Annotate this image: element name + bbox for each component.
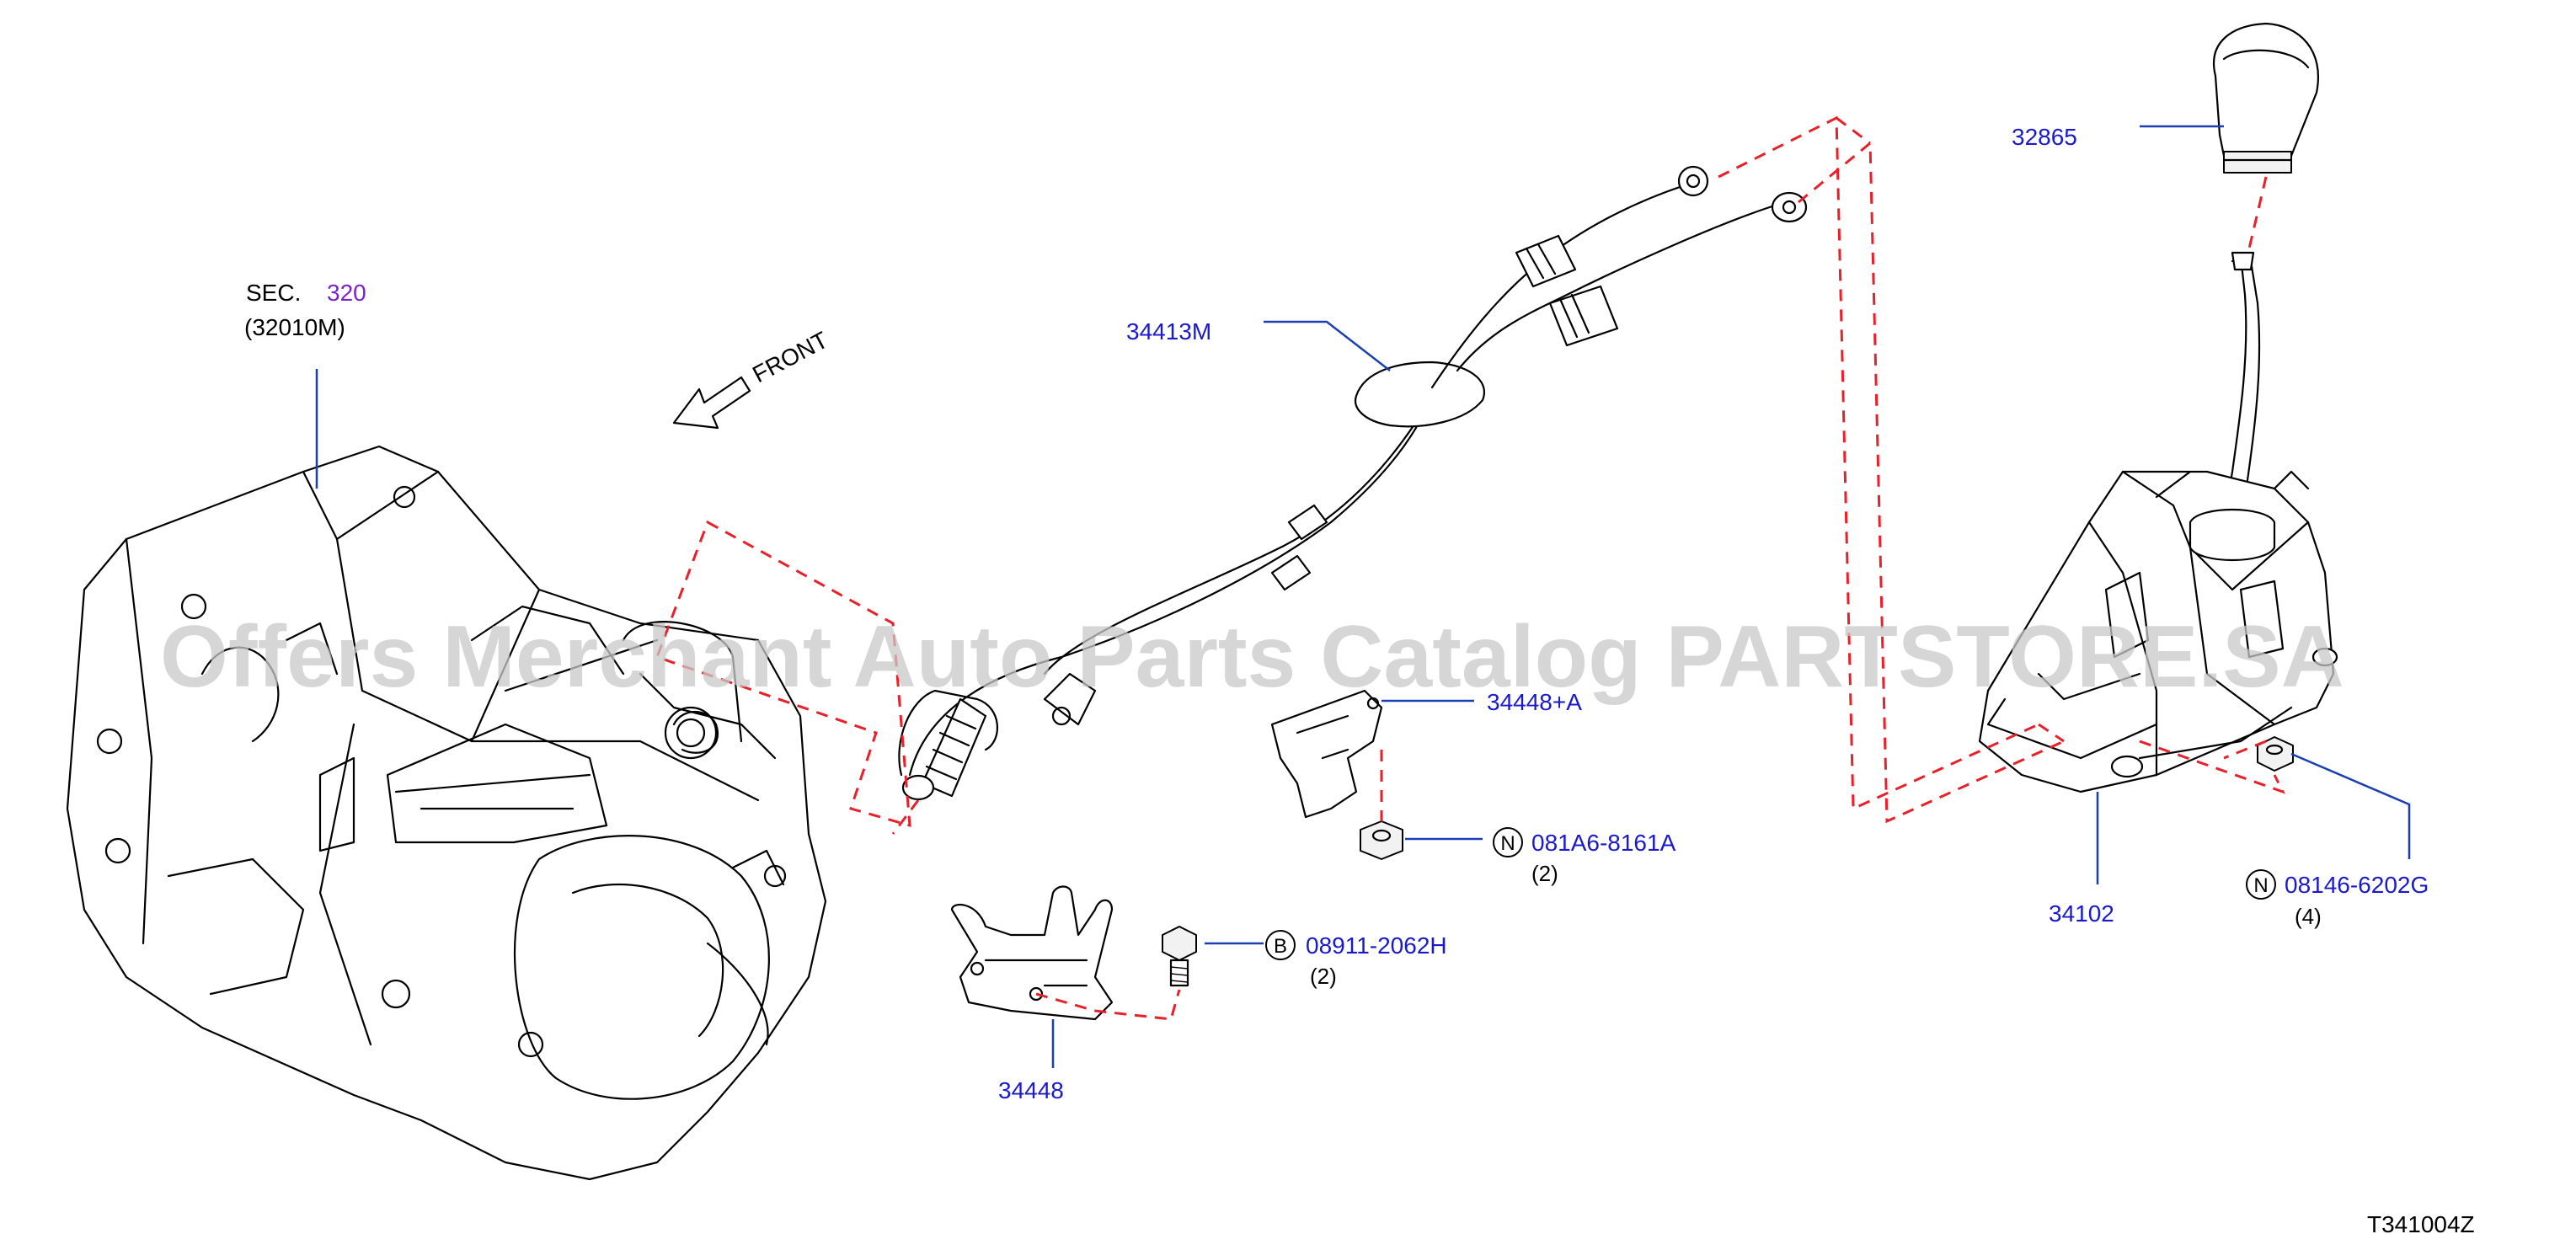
part-number-08911-2062h[interactable]: 08911-2062H — [1306, 932, 1447, 959]
part-number-081a6-8161a[interactable]: 081A6-8161A — [1531, 830, 1676, 856]
front-label: FRONT — [748, 327, 832, 388]
nut-081a6-8161a — [1360, 820, 1403, 860]
bolt-symbol: B — [1265, 930, 1296, 960]
part-number-32865[interactable]: 32865 — [2012, 124, 2077, 150]
nut-a-symbol: N — [1493, 827, 1523, 857]
bracket-34448 — [950, 885, 1114, 1021]
section-number-link[interactable]: 320 — [327, 280, 366, 306]
shift-knob — [2213, 22, 2319, 174]
transmission-assembly — [66, 445, 827, 1181]
part-number-34413m[interactable]: 34413M — [1126, 318, 1211, 345]
nut-08146-6202g — [2257, 736, 2294, 772]
bolt-08911-2062h — [1162, 926, 1197, 987]
qty-08146-6202g: (4) — [2295, 904, 2322, 929]
diagram-code: T341004Z — [2367, 1211, 2475, 1237]
shift-cable — [898, 165, 1808, 801]
watermark: Offers Merchant Auto Parts Catalog PARTS… — [160, 608, 2344, 706]
part-number-34102[interactable]: 34102 — [2049, 900, 2114, 927]
shifter-assembly — [1978, 251, 2338, 793]
svg-text:N: N — [1500, 832, 1515, 855]
qty-081a6-8161a: (2) — [1531, 861, 1558, 886]
front-direction-arrow — [672, 376, 751, 430]
section-prefix: SEC. — [246, 280, 301, 306]
part-number-08146-6202g[interactable]: 08146-6202G — [2285, 872, 2429, 898]
qty-08911-2062h: (2) — [1310, 964, 1337, 989]
svg-text:N: N — [2253, 874, 2268, 897]
leader-lines — [315, 125, 2411, 1068]
part-number-34448[interactable]: 34448 — [998, 1077, 1064, 1103]
svg-text:B: B — [1274, 935, 1287, 958]
bracket-34448-a — [1270, 689, 1383, 819]
part-number-34448-a[interactable]: 34448+A — [1487, 689, 1582, 715]
assembly-guide-lines — [655, 115, 2286, 1021]
nut-b-symbol: N — [2246, 869, 2276, 900]
section-sub-ref: (32010M) — [244, 314, 345, 340]
